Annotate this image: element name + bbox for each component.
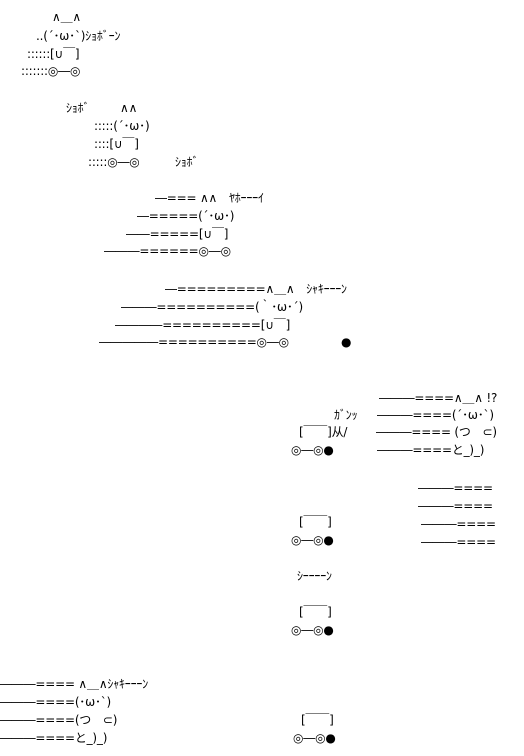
aa-line: ∧＿∧ — [52, 10, 81, 24]
aa-line: ―=====(´･ω･) — [137, 209, 235, 223]
aa-line: ―――==========(｀･ω･´) — [121, 300, 303, 314]
aa-line: ｼｰｰｰｰﾝ — [297, 569, 332, 583]
aa-line: ―――====(つ ⊂) — [0, 713, 118, 727]
aa-line: ::::::[∪￣] — [27, 47, 80, 61]
aa-line: ｼｮﾎﾞ — [175, 155, 199, 169]
aa-line: ―――====(´･ω･`) — [377, 408, 494, 422]
aa-line: ..(´･ω･`)ｼｮﾎﾞｰﾝ — [36, 29, 121, 43]
aa-line: ◎―◎● — [291, 623, 334, 637]
aa-line: ―=== ∧∧ ﾔﾎｰｰｰｲ — [155, 191, 264, 205]
aa-line: [￣￣] — [299, 605, 332, 619]
aa-line: ――――==========[∪￣] — [115, 318, 291, 332]
aa-line: [￣￣] — [299, 515, 332, 529]
aa-line: ◎―◎● — [291, 443, 334, 457]
aa-line: ―――==== (つ ⊂) — [376, 425, 497, 439]
aa-line: ∧∧ — [120, 101, 138, 115]
aa-line: ――=====[∪￣] — [126, 227, 229, 241]
aa-line: ● — [341, 335, 352, 349]
aa-line: ―――==== — [421, 517, 496, 531]
aa-line: :::::::◎―◎ — [21, 64, 81, 78]
aa-line: ::::[∪￣] — [94, 137, 139, 151]
aa-line: :::::(´･ω･) — [94, 119, 150, 133]
aa-line: ―――==== ∧＿∧ｼｬｷｰｰｰﾝ — [0, 677, 149, 691]
aa-line: ―――====(･ω･`) — [0, 695, 112, 709]
aa-line: ◎―◎● — [293, 731, 336, 745]
aa-line: [￣￣]从/ — [299, 425, 348, 439]
aa-line: ◎―◎● — [291, 533, 334, 547]
aa-line: ―=========∧＿∧ ｼｬｷｰｰｰﾝ — [165, 282, 347, 296]
aa-line: ｼｮﾎﾞ — [66, 101, 90, 115]
aa-line: ―――==== — [418, 499, 493, 513]
aa-line: ｶﾞﾝｯ — [334, 408, 358, 422]
aa-line: ―――====∧＿∧ !? — [379, 391, 498, 405]
aa-line: ―――======◎―◎ — [104, 244, 231, 258]
aa-line: :::::◎―◎ — [88, 155, 140, 169]
aa-line: ―――==== — [418, 481, 493, 495]
aa-line: ―――==== — [421, 535, 496, 549]
aa-line: ―――====と_)_) — [0, 731, 108, 745]
aa-line: ―――――==========◎―◎ — [99, 335, 289, 349]
aa-line: [￣￣] — [301, 713, 334, 727]
aa-line: ―――====と_)_) — [377, 443, 485, 457]
